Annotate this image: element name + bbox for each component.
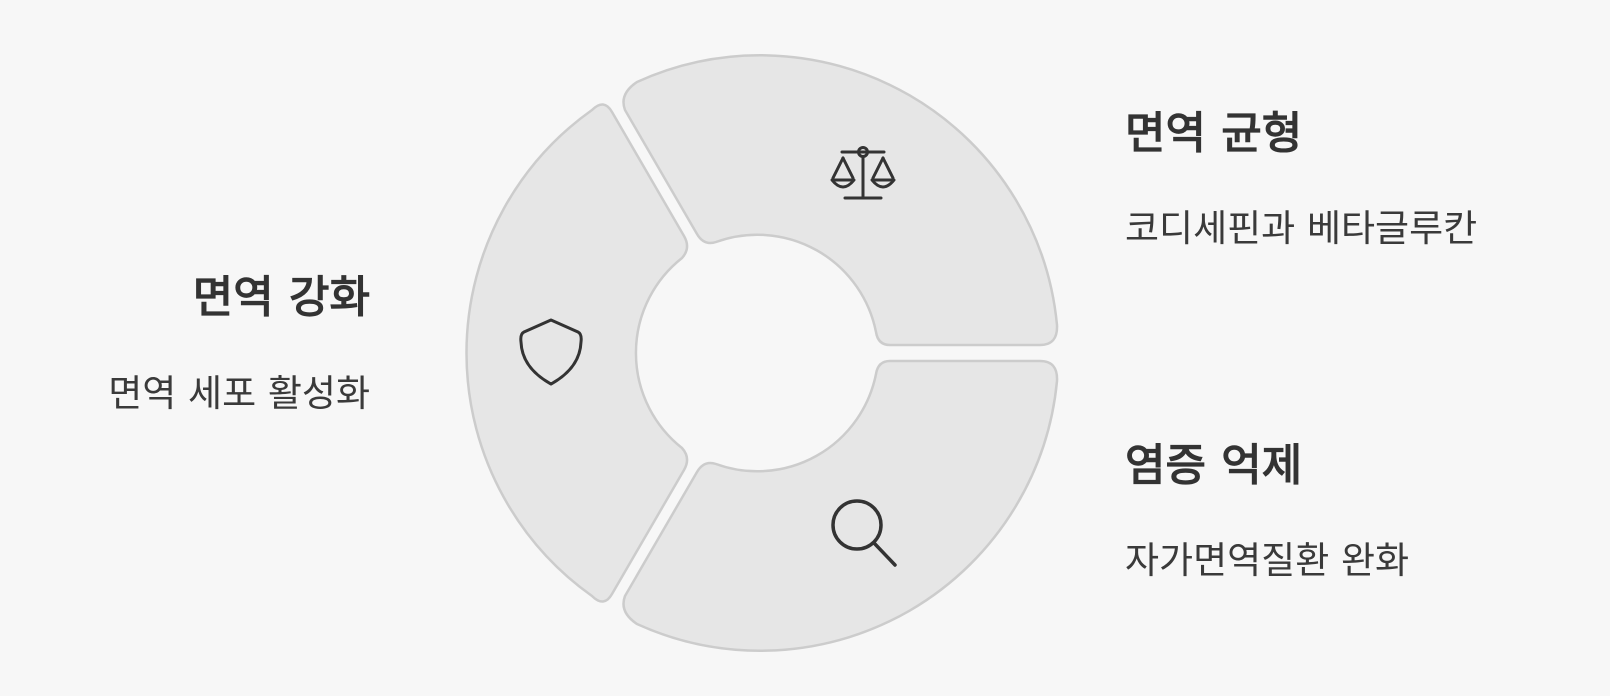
- segment-description-immune-balance: 코디세핀과 베타글루칸: [1125, 207, 1478, 250]
- magnifier-icon: [831, 499, 897, 567]
- segment-title-immune-boost: 면역 강화: [192, 272, 370, 323]
- segment-immune-balance: [622, 54, 1059, 347]
- segment-description-anti-inflammation: 자가면역질환 완화: [1125, 539, 1410, 582]
- segment-title-anti-inflammation: 염증 억제: [1125, 440, 1303, 491]
- scale-icon: [830, 146, 896, 200]
- segment-immune-boost: [465, 103, 689, 603]
- shield-icon: [519, 318, 583, 386]
- segment-title-immune-balance: 면역 균형: [1125, 108, 1303, 159]
- segment-description-immune-boost: 면역 세포 활성화: [108, 372, 370, 415]
